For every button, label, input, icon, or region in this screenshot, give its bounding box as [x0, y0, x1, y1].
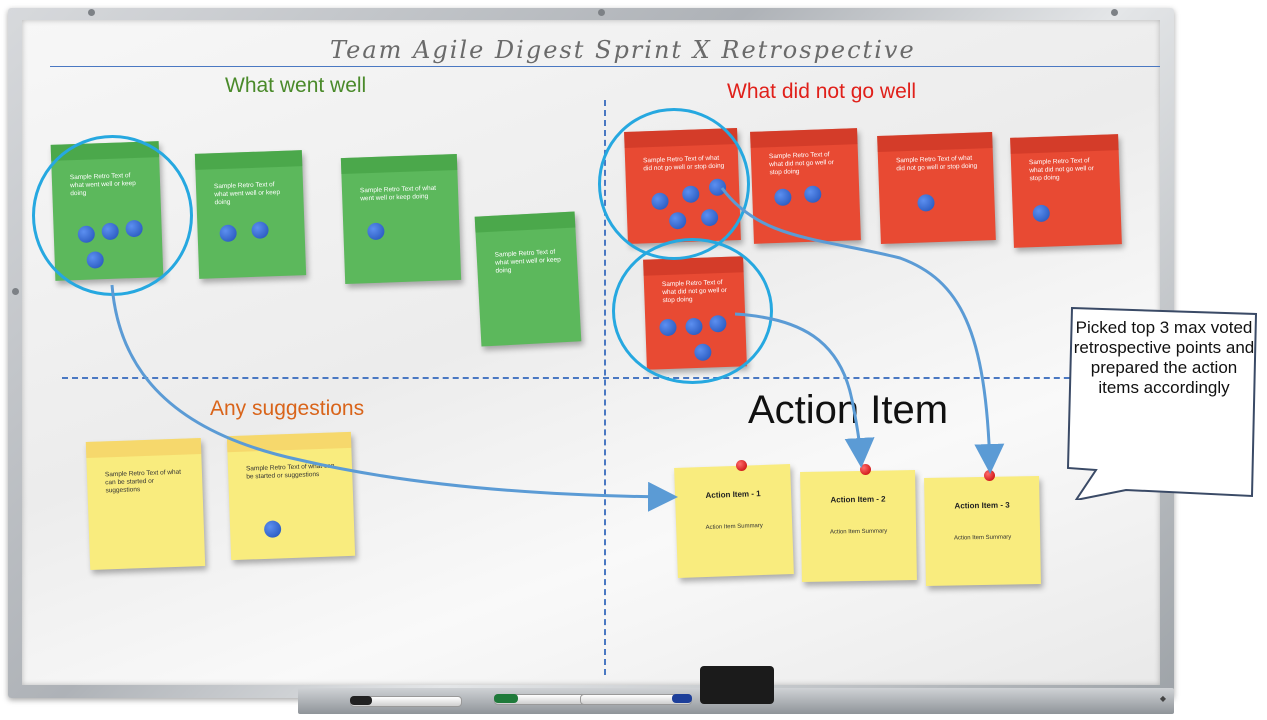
- horizontal-divider: [62, 377, 1160, 379]
- speech-callout: [1066, 306, 1258, 500]
- frame-screw: [1111, 9, 1118, 16]
- vertical-divider: [604, 100, 606, 675]
- push-pin-icon: [984, 470, 995, 481]
- callout-text: Picked top 3 max voted retrospective poi…: [1073, 318, 1255, 397]
- marker-blue-cap: [672, 694, 692, 703]
- eraser: [700, 666, 774, 704]
- arrow-went-well-to-action-1: [110, 284, 678, 512]
- not-well-heading: What did not go well: [727, 80, 917, 103]
- push-pin-icon: [736, 460, 747, 471]
- marker-green-cap: [494, 694, 518, 703]
- suggestions-heading: Any suggestions: [210, 397, 365, 420]
- arrow-not-well-to-action-3: [720, 187, 1005, 474]
- push-pin-icon: [860, 464, 871, 475]
- marker-black-cap: [350, 696, 372, 705]
- board-title: Team Agile Digest Sprint X Retrospective: [330, 36, 916, 64]
- title-underline: [50, 66, 1160, 67]
- frame-screw: [598, 9, 605, 16]
- frame-screw: [88, 9, 95, 16]
- highlight-circle: [612, 238, 773, 384]
- action-item-heading: Action Item: [748, 388, 949, 432]
- went-well-heading: What went well: [225, 74, 367, 97]
- tray-logo-icon: ◆: [1159, 694, 1166, 703]
- arrow-not-well-to-action-2: [734, 312, 875, 468]
- frame-screw: [12, 288, 19, 295]
